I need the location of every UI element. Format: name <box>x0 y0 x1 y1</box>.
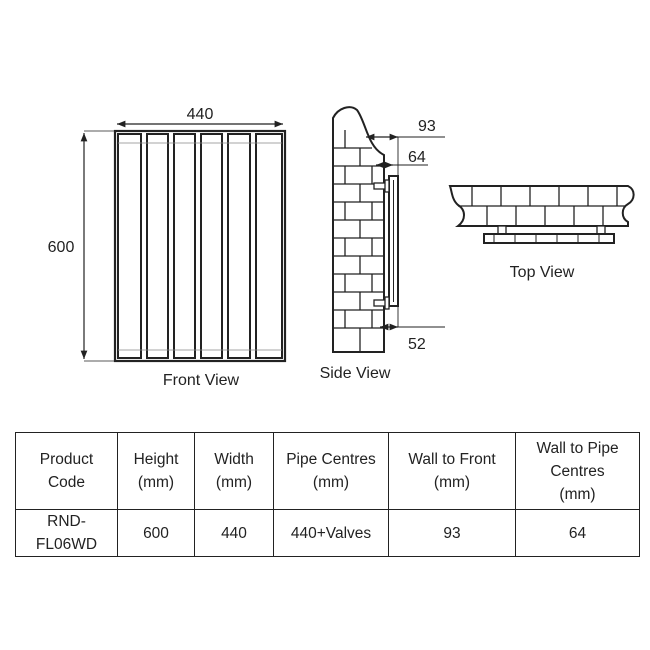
cell-width: 440 <box>194 509 274 557</box>
spec-data-row: RND-FL06WD 600 440 440+Valves 93 64 <box>15 509 640 557</box>
wall-brackets <box>373 179 390 310</box>
header-pipe-centres: Pipe Centres (mm) <box>273 432 389 510</box>
cell-product-code: RND-FL06WD <box>15 509 118 557</box>
front-height-label: 600 <box>48 239 75 256</box>
wall-section <box>332 106 385 353</box>
front-width-label: 440 <box>187 106 214 123</box>
cell-pipe-centres: 440+Valves <box>273 509 389 557</box>
header-wall-to-front: Wall to Front (mm) <box>388 432 516 510</box>
cell-wall-to-front: 93 <box>388 509 516 557</box>
spec-table: Product Code Height (mm) Width (mm) Pipe… <box>15 432 640 557</box>
top-brackets <box>497 225 606 235</box>
top-wall-bricks <box>458 186 625 226</box>
front-view-label: Front View <box>163 372 240 389</box>
radiator-panels <box>117 133 283 359</box>
header-product-code: Product Code <box>15 432 118 510</box>
top-view: Top View <box>448 185 635 281</box>
top-view-label: Top View <box>510 264 575 281</box>
panel-end-lines <box>118 142 282 351</box>
radiator-top-segments <box>493 234 600 243</box>
front-view: 440 600 Front View <box>48 106 287 389</box>
radiator-outline <box>113 129 287 363</box>
cell-wall-to-pipe-centres: 64 <box>515 509 640 557</box>
technical-drawing: 440 600 Front View <box>48 106 635 389</box>
cell-height: 600 <box>117 509 195 557</box>
side-view: 93 64 52 Side View <box>320 106 445 382</box>
header-width: Width (mm) <box>194 432 274 510</box>
header-wall-to-pipe-centres: Wall to Pipe Centres (mm) <box>515 432 640 510</box>
radiator-top <box>483 233 615 244</box>
side-64-label: 64 <box>408 149 426 166</box>
side-93-label: 93 <box>418 118 436 135</box>
side-view-label: Side View <box>320 365 391 382</box>
side-52-label: 52 <box>408 336 426 353</box>
spec-header-row: Product Code Height (mm) Width (mm) Pipe… <box>15 432 640 510</box>
header-height: Height (mm) <box>117 432 195 510</box>
